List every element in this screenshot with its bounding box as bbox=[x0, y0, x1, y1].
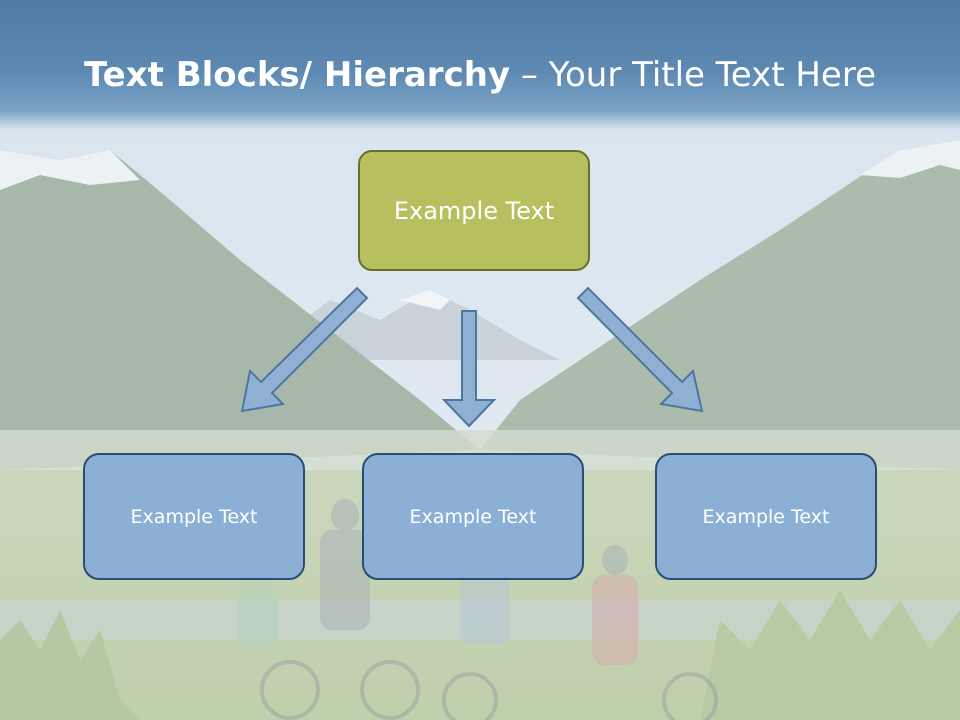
slide-title: Text Blocks/ Hierarchy – Your Title Text… bbox=[0, 52, 960, 98]
root-node-label: Example Text bbox=[393, 196, 555, 225]
child-node-label: Example Text bbox=[130, 505, 258, 528]
child-node-left: Example Text bbox=[83, 453, 305, 580]
title-bar bbox=[0, 0, 960, 130]
root-node: Example Text bbox=[358, 150, 590, 271]
child-node-label: Example Text bbox=[409, 505, 537, 528]
child-node-label: Example Text bbox=[702, 505, 830, 528]
title-bold-part: Text Blocks/ Hierarchy bbox=[83, 55, 511, 95]
title-rest-part: – Your Title Text Here bbox=[510, 55, 876, 95]
child-node-center: Example Text bbox=[362, 453, 584, 580]
child-node-right: Example Text bbox=[655, 453, 877, 580]
